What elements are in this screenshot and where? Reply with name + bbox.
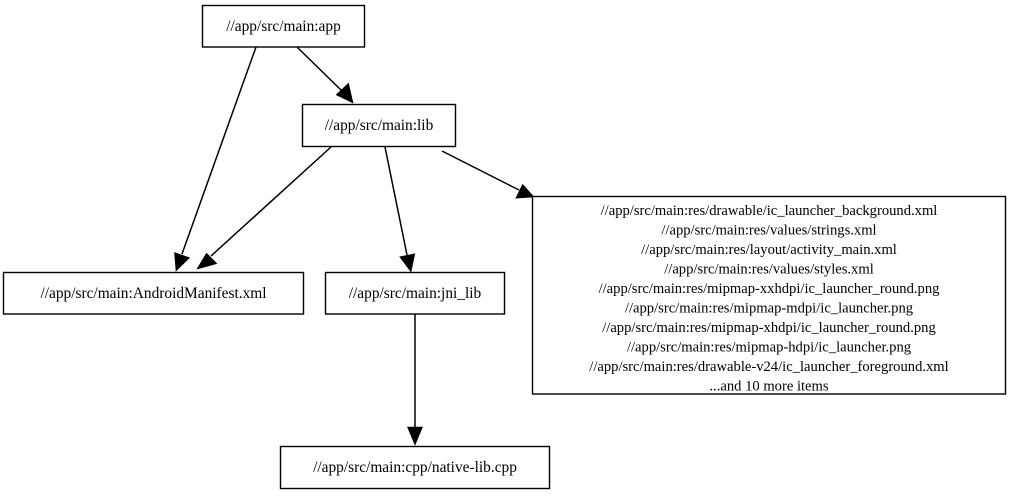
node-app[interactable]: //app/src/main:app (201, 4, 366, 48)
node-resources-line-7: //app/src/main:res/mipmap-xhdpi/ic_launc… (602, 320, 936, 336)
node-native-lib-cpp[interactable]: //app/src/main:cpp/native-lib.cpp (279, 445, 551, 490)
node-android-manifest[interactable]: //app/src/main:AndroidManifest.xml (2, 271, 305, 315)
node-resources-line-10: ...and 10 more items (709, 379, 828, 395)
node-resources-line-1: //app/src/main:res/drawable/ic_launcher_… (601, 203, 938, 219)
node-native-lib-cpp-label: //app/src/main:cpp/native-lib.cpp (313, 459, 517, 476)
edge-app-to-manifest (174, 46, 257, 272)
node-resources-line-8: //app/src/main:res/mipmap-hdpi/ic_launch… (627, 340, 912, 356)
node-jni-lib-label: //app/src/main:jni_lib (349, 285, 482, 302)
node-resources-line-2: //app/src/main:res/values/strings.xml (661, 223, 876, 239)
node-jni-lib[interactable]: //app/src/main:jni_lib (324, 271, 506, 315)
edge-jni-lib-to-native-lib (407, 314, 423, 446)
node-app-label: //app/src/main:app (226, 18, 341, 35)
node-resources-line-3: //app/src/main:res/layout/activity_main.… (641, 242, 897, 258)
node-lib[interactable]: //app/src/main:lib (301, 103, 457, 148)
edge-app-to-lib (296, 46, 354, 104)
edge-lib-to-jni-lib (384, 146, 416, 273)
node-resources-line-4: //app/src/main:res/values/styles.xml (664, 262, 874, 278)
node-lib-label: //app/src/main:lib (325, 117, 434, 134)
edge-lib-to-manifest (196, 146, 332, 270)
node-android-manifest-label: //app/src/main:AndroidManifest.xml (40, 285, 266, 302)
node-resources-line-9: //app/src/main:res/drawable-v24/ic_launc… (589, 359, 948, 375)
edge-lib-to-resources (441, 150, 535, 199)
node-resources-line-6: //app/src/main:res/mipmap-mdpi/ic_launch… (625, 301, 914, 317)
node-resources-line-5: //app/src/main:res/mipmap-xxhdpi/ic_laun… (599, 281, 941, 297)
node-resources[interactable]: //app/src/main:res/drawable/ic_launcher_… (531, 195, 1007, 395)
